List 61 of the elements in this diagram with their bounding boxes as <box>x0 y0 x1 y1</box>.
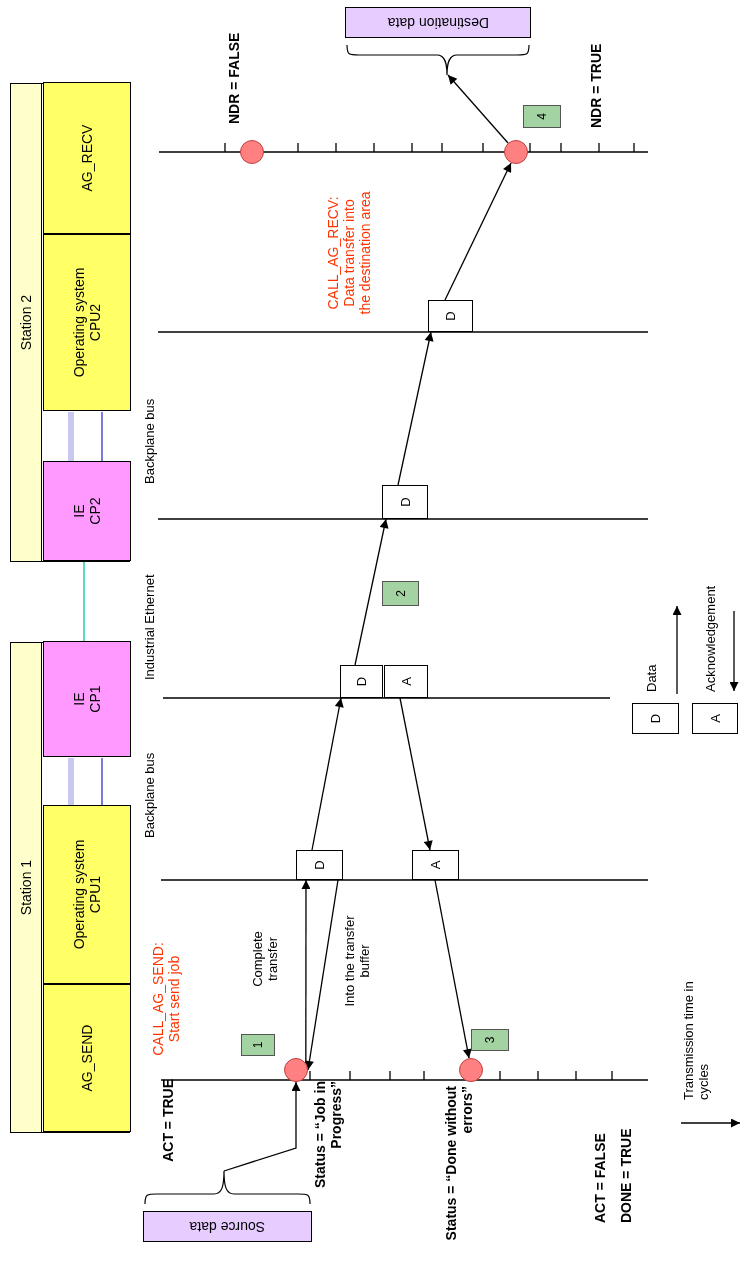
step-number: 3 <box>471 1029 509 1051</box>
step-number: 1 <box>241 1034 275 1056</box>
arrow <box>223 1081 301 1172</box>
message-box: D <box>340 665 383 698</box>
station-panel <box>10 642 130 1133</box>
step-number: 4 <box>523 105 561 128</box>
arrow <box>434 879 472 1059</box>
data-area-box <box>143 1171 312 1242</box>
connector-line <box>83 561 85 643</box>
message-box: D <box>632 703 679 734</box>
station-label: Station 2 <box>10 83 42 562</box>
arrow <box>354 518 389 666</box>
status-label: Status = “Job in Progress” <box>312 1081 344 1190</box>
bus-label: Backplane bus <box>142 751 157 838</box>
arrow <box>447 74 509 144</box>
data-area-label: Destination data <box>386 14 490 31</box>
module-box: IE CP2 <box>43 461 131 561</box>
event-dot <box>284 1058 308 1082</box>
arrow <box>397 331 434 486</box>
module-box: AG_RECV <box>43 82 131 234</box>
legend-text: Data <box>644 664 659 692</box>
legend-text: Acknowledgement <box>703 585 718 692</box>
module-box: IE CP1 <box>43 641 131 757</box>
message-box: D <box>296 850 343 880</box>
status-label: NDR = FALSE <box>226 31 242 124</box>
bus-label: Backplane bus <box>142 397 157 484</box>
edge-label: Complete transfer <box>250 930 280 989</box>
step-number: 2 <box>382 581 419 606</box>
module-box: AG_SEND <box>43 984 131 1132</box>
status-label: ACT = TRUE <box>160 1079 176 1164</box>
message-box: D <box>382 485 428 519</box>
module-box: Operating system CPU2 <box>43 234 131 411</box>
arrow <box>311 697 344 851</box>
connector-line <box>68 758 74 806</box>
module-box: Operating system CPU1 <box>43 805 131 984</box>
status-label: DONE = TRUE <box>618 1127 634 1223</box>
message-box: A <box>412 850 459 880</box>
status-label: ACT = FALSE <box>592 1132 608 1223</box>
arrow <box>304 879 339 1071</box>
status-label: NDR = TRUE <box>588 42 604 128</box>
event-dot <box>240 140 264 164</box>
connector-line <box>68 412 74 462</box>
data-area-box <box>345 7 531 75</box>
connector-line <box>101 757 103 807</box>
message-box: A <box>384 665 428 698</box>
message-box: D <box>428 300 473 332</box>
call-note: CALL_AG_SEND: Start send job <box>150 941 182 1058</box>
axis-note: Transmission time in cycles <box>681 980 711 1100</box>
data-area-label: Source data <box>188 1218 267 1235</box>
event-dot <box>504 140 528 164</box>
arrow <box>399 697 433 851</box>
connector-line <box>101 411 103 463</box>
status-label: Status = “Done without errors” <box>443 1086 475 1243</box>
message-box: A <box>692 703 738 734</box>
edge-label: Into the transfer buffer <box>342 914 372 1009</box>
arrow <box>444 162 512 301</box>
event-dot <box>459 1058 483 1082</box>
station-panel <box>10 83 130 562</box>
call-note: CALL_AG_RECV: Data transfer into the destination area <box>325 190 373 317</box>
station-label: Station 1 <box>10 642 42 1133</box>
bus-label: Industrial Ethernet <box>142 573 157 680</box>
